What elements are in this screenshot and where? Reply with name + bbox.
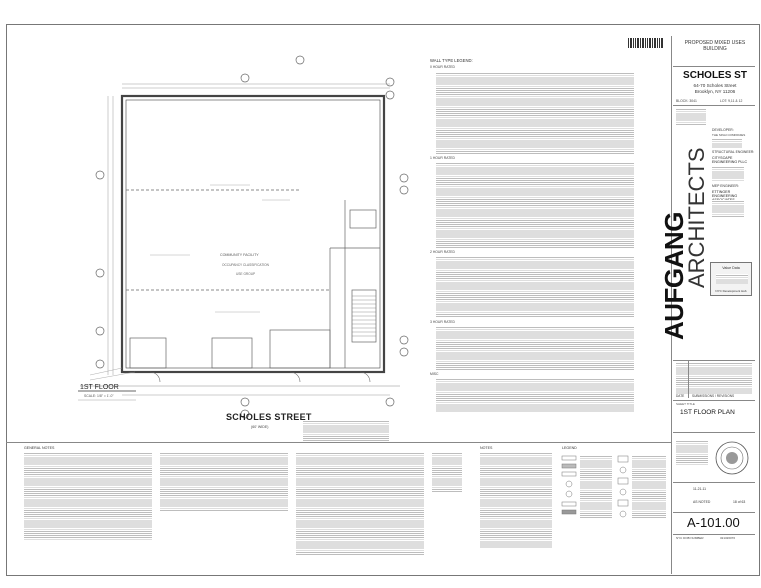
street-label: SCHOLES STREET (226, 412, 312, 422)
drawing-number: A-101.00 (687, 515, 740, 530)
section-1hr: 1 HOUR RATED (430, 156, 455, 160)
badge-top-text: Value Data (722, 266, 740, 270)
wall-type-legend-title: WALL TYPE LEGEND: (430, 58, 473, 63)
general-notes-col1 (24, 452, 152, 540)
developer-name: THE SINAI COMPANIES (712, 133, 746, 137)
date-value: 11-21-11 (693, 487, 707, 491)
architect-info-text (676, 108, 706, 126)
wall-types-2hr-text (436, 256, 634, 318)
badge-bottom-text: NYC Development Hub (715, 289, 747, 293)
developer-address (712, 138, 742, 148)
street-name: SCHOLES ST (683, 70, 747, 81)
wall-types-misc-text (436, 378, 634, 412)
developer-heading: DEVELOPER: (712, 128, 734, 132)
section-misc: MISC (430, 372, 439, 376)
mep-address (712, 200, 744, 218)
wall-types-0hr-text (436, 72, 634, 154)
sheet-title: 1ST FLOOR PLAN (680, 409, 735, 416)
structural-name: CITYSCAPE ENGINEERING PLLC (712, 156, 748, 164)
wall-types-1hr-text (436, 162, 634, 248)
street-width-label: (60' WIDE) (251, 425, 269, 429)
seal-line (673, 432, 755, 433)
barcode-icon (628, 38, 663, 48)
scale-note: AS NOTED (693, 500, 711, 504)
block-number: BLOCK: 3041 (676, 99, 697, 103)
revisions-top-line (673, 360, 755, 361)
notes-text (480, 452, 552, 548)
drawing-no-line (673, 512, 755, 513)
seal-caption (676, 440, 708, 466)
occupancy-label: OCCUPANCY CLASSIFICATION (222, 263, 269, 267)
sheet-count: 18 of 63 (733, 500, 746, 504)
general-notes-title: GENERAL NOTES (24, 446, 55, 450)
structural-address (712, 166, 744, 182)
title-divider-2 (673, 105, 755, 106)
mep-heading: MEP ENGINEER: (712, 184, 739, 188)
drawing-sheet (6, 24, 760, 576)
community-facility-label: COMMUNITY FACILITY (220, 253, 259, 257)
revisions-col-divider (688, 360, 689, 398)
lot-number: LOT: 9,11 & 12 (720, 99, 743, 103)
plan-callout-note (303, 420, 389, 442)
general-notes-col2 (160, 452, 288, 512)
structural-heading: STRUCTURAL ENGINEER: (712, 150, 755, 154)
notes-divider (6, 442, 671, 443)
wall-types-3hr-text (436, 326, 634, 370)
dob-line (673, 534, 755, 535)
title-divider-1 (673, 66, 755, 67)
legend-symbols (561, 455, 629, 518)
use-group-label: USE GROUP (236, 272, 256, 276)
general-notes-col3 (296, 452, 424, 556)
legend-labels-a (580, 455, 612, 519)
sheet-title-label: SHEET TITLE (676, 402, 695, 406)
notes-title: NOTES (480, 446, 493, 450)
project-title: PROPOSED MIXED USES BUILDING (684, 40, 746, 52)
firm-name-light: ARCHITECTS (684, 147, 709, 288)
dob-label: NYC DOB NUMBER (676, 536, 704, 540)
title-block (671, 36, 758, 574)
badge-body-text (716, 274, 748, 284)
info-line (673, 482, 755, 483)
section-0hr: 0 HOUR RATED (430, 65, 455, 69)
issue-date-label: DATE (676, 394, 685, 398)
dob-number: 321326076 (720, 536, 736, 540)
sheet-title-line (673, 400, 755, 401)
section-2hr: 2 HOUR RATED (430, 250, 455, 254)
architect-seal-icon (715, 441, 749, 475)
general-notes-col4 (432, 452, 462, 492)
address-line2: Brooklyn, NY 11206 (694, 89, 736, 94)
legend-labels-b (632, 455, 666, 519)
scale-label: SCALE: 1/8" = 1'-0" (84, 394, 114, 398)
value-data-badge: Value Data NYC Development Hub (710, 262, 752, 296)
address-line1: 64-70 Scholes Street (693, 83, 737, 88)
floor-label: 1ST FLOOR (80, 384, 119, 391)
section-3hr: 3 HOUR RATED (430, 320, 455, 324)
legend-title: LEGEND (562, 446, 577, 450)
issue-label: SUBMISSIONS / REVISIONS (692, 394, 735, 398)
